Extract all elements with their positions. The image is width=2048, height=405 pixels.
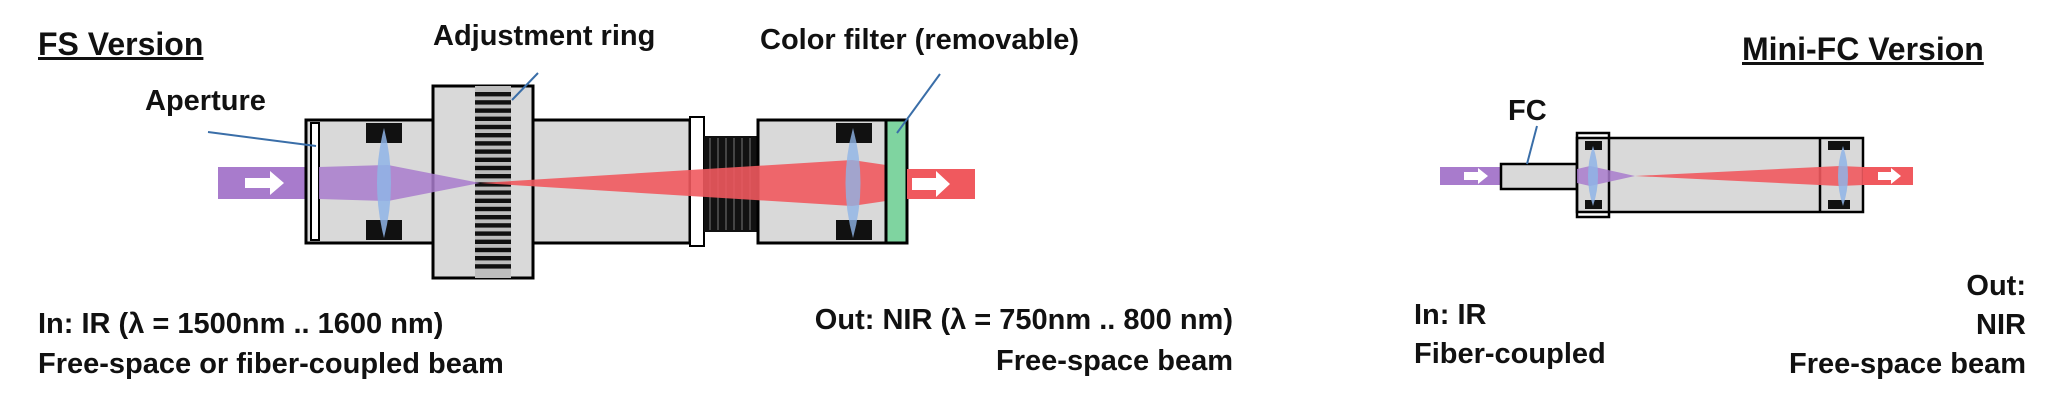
minifc-output-arrow-icon xyxy=(1878,168,1901,184)
ring-tooth xyxy=(475,198,511,203)
ring-tooth xyxy=(475,124,511,130)
fs-ir-focusing-beam xyxy=(319,165,480,201)
fc-connector xyxy=(1499,162,1579,191)
ring-tooth xyxy=(475,215,511,220)
fs-output-line1: Out: NIR (λ = 750nm .. 800 nm) xyxy=(814,304,1233,336)
adjustment-ring-teeth xyxy=(475,92,511,269)
minifc-lens1-mount-top xyxy=(1585,141,1602,150)
ring-tooth xyxy=(475,239,511,244)
color-filter-leader-line xyxy=(896,73,941,134)
fs-version-drawing xyxy=(207,72,975,280)
ring-tooth xyxy=(475,182,511,187)
aperture-leader-line xyxy=(207,131,317,147)
ring-tooth xyxy=(475,174,511,179)
ring-tooth xyxy=(475,141,511,146)
minifc-nir-beam xyxy=(1635,166,1863,186)
minifc-output-line3: Free-space beam xyxy=(1789,348,2026,380)
ring-tooth xyxy=(475,190,511,195)
fs-version-title: FS Version xyxy=(38,26,204,62)
fs-lens2 xyxy=(845,128,861,238)
aperture-plate xyxy=(310,122,320,241)
color-filter xyxy=(884,118,909,245)
ring-tooth xyxy=(475,223,511,228)
fc-leader-line xyxy=(1526,125,1538,165)
fs-input-line1: In: IR (λ = 1500nm .. 1600 nm) xyxy=(38,308,444,340)
ring-tooth xyxy=(475,108,511,113)
adjustment-ring-leader-line xyxy=(511,72,539,101)
minifc-input-arrow-icon xyxy=(1464,168,1488,184)
ring-tooth xyxy=(475,149,511,154)
minifc-input-line1: In: IR xyxy=(1414,299,1487,331)
fs-input-arrow-icon xyxy=(245,171,284,195)
ring-tooth xyxy=(475,256,511,261)
ring-tooth xyxy=(475,100,511,105)
ring-tooth xyxy=(475,206,511,212)
minifc-lens2-mount-top xyxy=(1828,141,1850,150)
fs-input-line2: Free-space or fiber-coupled beam xyxy=(38,348,504,380)
minifc-version-drawing xyxy=(1440,125,1913,219)
minifc-lens1 xyxy=(1588,146,1598,206)
fs-output-line2: Free-space beam xyxy=(996,345,1233,377)
adjustment-ring-label: Adjustment ring xyxy=(433,20,656,52)
minifc-input-line2: Fiber-coupled xyxy=(1414,338,1606,370)
fs-nir-beam xyxy=(480,160,886,206)
ring-tooth xyxy=(475,247,511,253)
minifc-lens1-mount-bottom xyxy=(1585,200,1602,209)
minifc-output-line1: Out: xyxy=(1966,270,2026,302)
ring-tooth xyxy=(475,133,511,138)
ring-tooth xyxy=(475,157,511,162)
minifc-lens2 xyxy=(1838,146,1848,206)
ring-tooth xyxy=(475,116,511,121)
minifc-output-line2: NIR xyxy=(1976,309,2026,341)
minifc-lens2-mount-bottom xyxy=(1828,200,1850,209)
fs-output-arrow-icon xyxy=(912,171,950,197)
fs-lens1 xyxy=(377,128,391,238)
color-filter-label: Color filter (removable) xyxy=(760,24,1080,56)
aperture-label: Aperture xyxy=(145,85,266,117)
ring-tooth xyxy=(475,92,511,97)
ring-tooth xyxy=(475,165,511,171)
fc-label: FC xyxy=(1508,95,1547,127)
ring-tooth xyxy=(475,231,511,236)
ring-tooth xyxy=(475,264,511,269)
minifc-version-title: Mini-FC Version xyxy=(1742,31,1984,67)
